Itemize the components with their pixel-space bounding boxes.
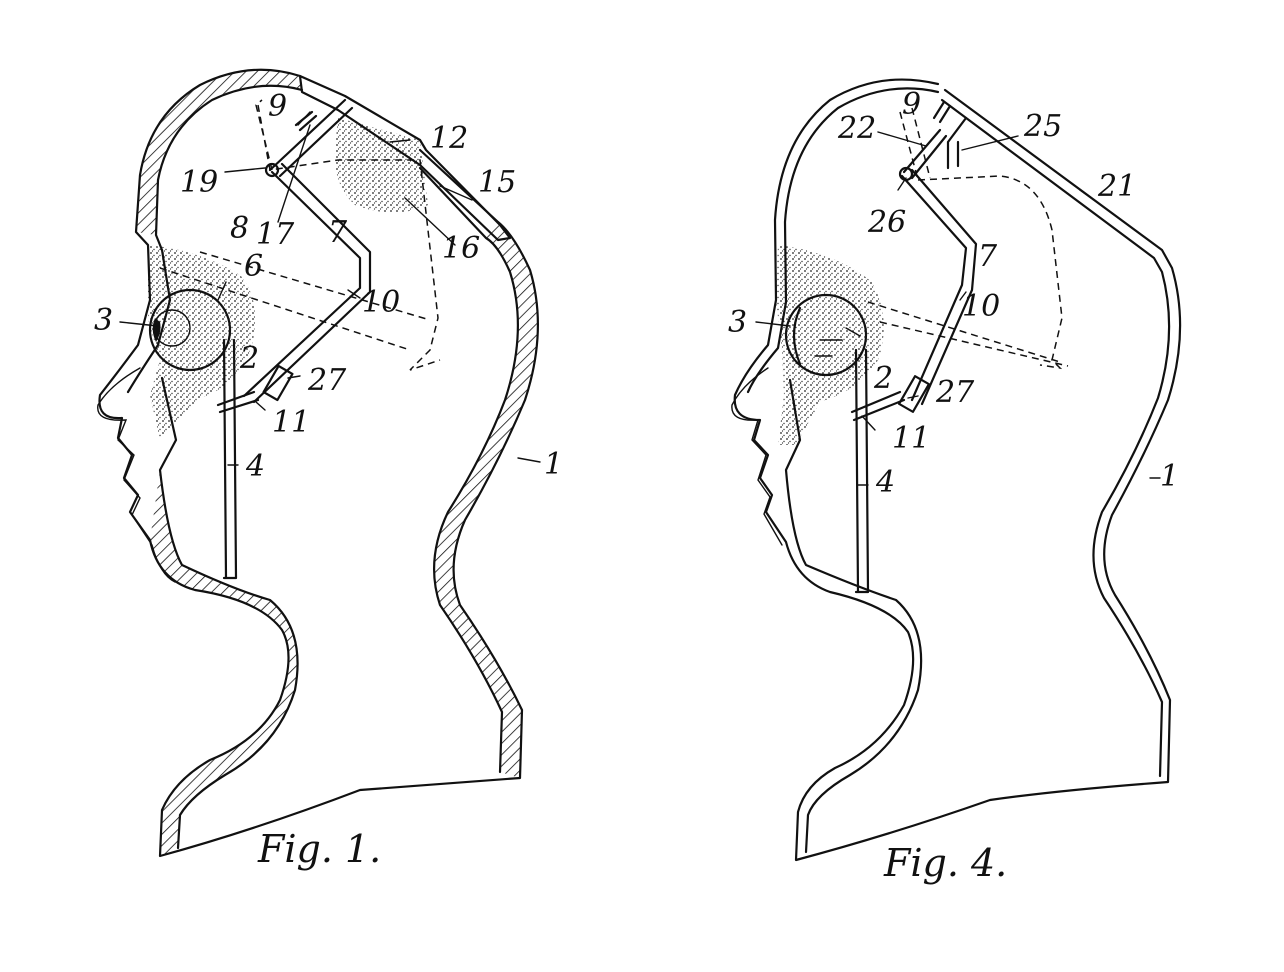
fig1-label-1: 1: [544, 447, 563, 482]
fig1-pin-9: [294, 110, 318, 132]
fig4-leader-lines: [755, 131, 1161, 486]
fig1-caption: Fig. 1.: [257, 827, 381, 871]
fig1-label-15: 15: [478, 165, 516, 200]
fig4-label-11: 11: [892, 421, 930, 456]
fig4-label-27: 27: [935, 375, 975, 410]
fig1-cushion-16: [334, 118, 428, 213]
fig4-label-25: 25: [1023, 109, 1062, 144]
fig4-label-21: 21: [1097, 169, 1136, 204]
fig1-label-3: 3: [94, 303, 113, 338]
fig4-label-2: 2: [873, 361, 893, 396]
fig1-label-11: 11: [272, 405, 310, 440]
fig1-pivot-19: [264, 162, 280, 178]
fig1-label-4: 4: [245, 449, 265, 484]
fig1-pupil: [152, 318, 161, 342]
fig1-head-shell-inner: [126, 84, 519, 850]
fig1-shell-hatch-top: [136, 69, 302, 235]
fig1-label-17: 17: [256, 217, 295, 252]
figure-4: 3 9 22 25 21 26 7 10 2 27 11 4 1 Fig. 4.: [728, 78, 1182, 885]
fig1-arm-12: [268, 98, 354, 178]
fig4-label-7: 7: [978, 239, 998, 274]
fig4-handle-11: [850, 390, 906, 422]
fig4-face-profile: [731, 367, 783, 546]
fig1-label-7: 7: [328, 215, 348, 250]
fig4-eye-details: [814, 327, 861, 357]
fig4-rod-4: [854, 348, 870, 594]
fig1-labels: 3 6 9 12 19 15 8 17 7 16 10 2 27 11 4 1: [94, 89, 563, 484]
fig1-face-profile: [97, 367, 176, 583]
fig4-label-26: 26: [867, 205, 906, 240]
fig1-label-16: 16: [442, 231, 480, 266]
fig1-label-10: 10: [362, 285, 400, 320]
figure-1: 3 6 9 12 19 15 8 17 7 16 10 2 27 11 4 1 …: [94, 68, 563, 871]
fig4-label-10: 10: [962, 289, 1000, 324]
fig1-label-27: 27: [307, 363, 347, 398]
fig1-rod-4: [222, 338, 238, 580]
fig1-lever-7: [242, 162, 372, 404]
fig1-label-2: 2: [239, 341, 259, 376]
fig4-lever-7: [900, 168, 978, 406]
fig4-iris: [792, 306, 802, 366]
fig1-label-9: 9: [268, 89, 287, 124]
fig1-shell-hatch-front: [150, 470, 298, 856]
fig4-label-4: 4: [875, 465, 895, 500]
fig4-eye-packing: [776, 245, 884, 445]
fig4-bracket-25: [946, 116, 968, 170]
fig1-head-shell-outer: [98, 68, 539, 858]
fig4-label-22: 22: [837, 111, 876, 146]
fig4-spring-27: [897, 375, 931, 413]
fig1-label-6: 6: [244, 249, 263, 284]
fig4-caption: Fig. 4.: [883, 841, 1007, 885]
fig4-label-9: 9: [902, 87, 921, 122]
fig1-eyeball: [148, 288, 232, 372]
fig4-head-shell-outer: [733, 78, 1182, 862]
fig4-label-1: 1: [1160, 459, 1179, 494]
fig4-head-shell-inner: [746, 87, 1171, 854]
fig1-label-8: 8: [230, 211, 249, 246]
fig1-handle-11: [216, 390, 260, 414]
fig1-spring-27: [262, 364, 294, 402]
fig1-shell-hatch-back: [434, 222, 538, 778]
fig1-label-12: 12: [430, 121, 468, 156]
fig4-dashed-position: [867, 107, 1069, 370]
fig4-labels: 3 9 22 25 21 26 7 10 2 27 11 4 1: [728, 87, 1179, 500]
fig4-pin-9: [932, 100, 952, 124]
fig1-label-19: 19: [180, 165, 218, 200]
fig4-eyeball: [784, 293, 868, 377]
fig1-crown-cap: [298, 74, 512, 242]
fig4-label-3: 3: [728, 305, 747, 340]
fig1-leader-lines: [119, 111, 541, 466]
fig4-arm-22: [902, 128, 948, 180]
